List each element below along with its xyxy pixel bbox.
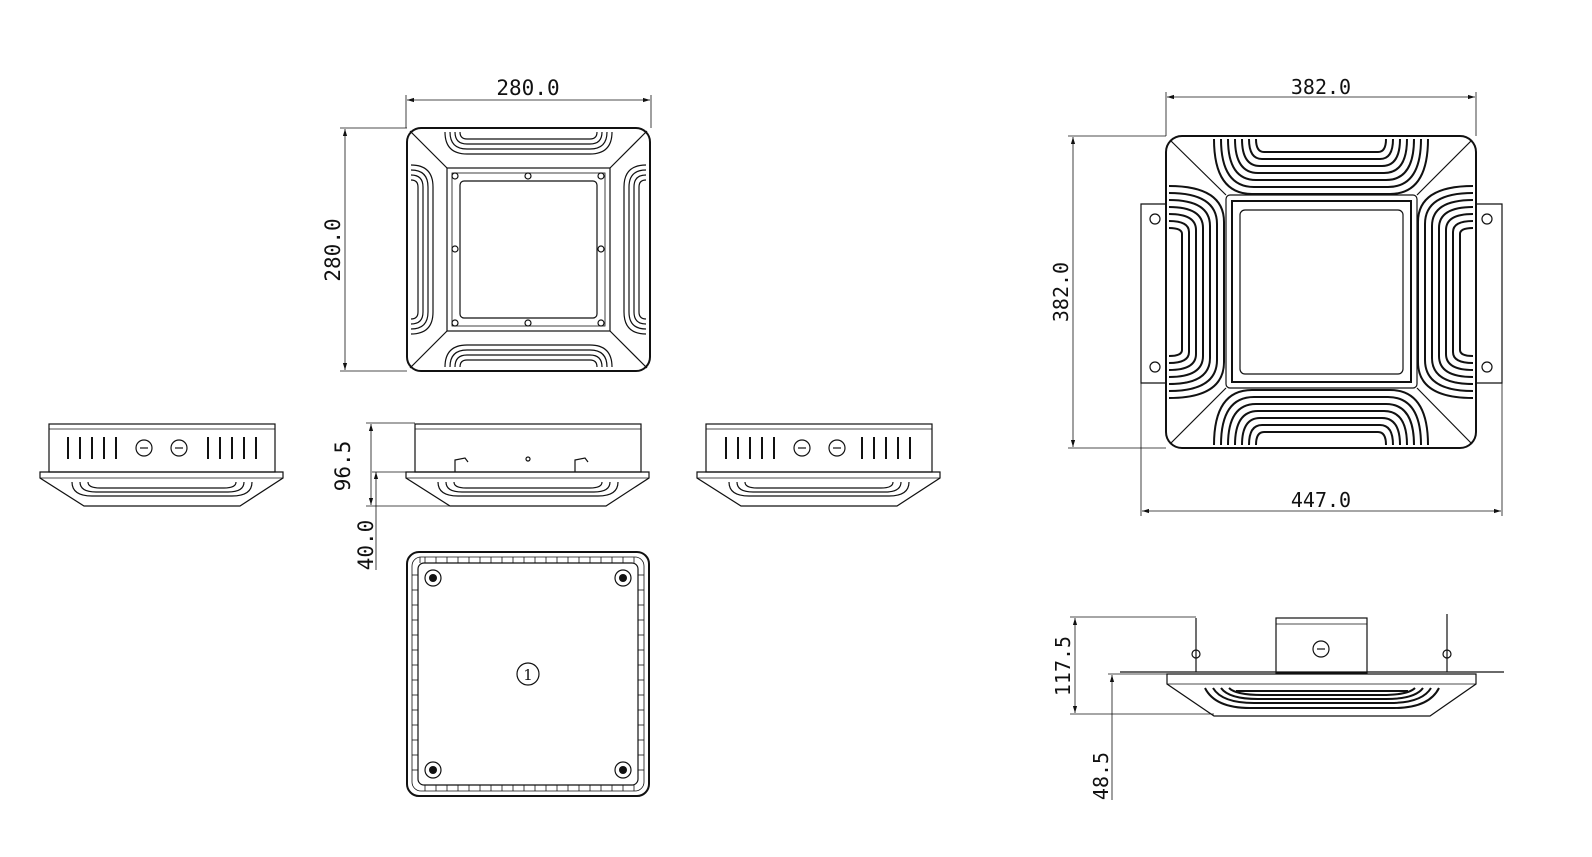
rear-marker-circle xyxy=(516,662,540,686)
dim-left-height-text: 280.0 xyxy=(321,218,345,281)
dim-right-height-text: 382.0 xyxy=(1049,262,1073,322)
left-back-edge-serration xyxy=(412,557,644,791)
dim-right-bracket-width-text: 447.0 xyxy=(1291,488,1351,512)
dim-left-side-height-text: 96.5 xyxy=(331,441,355,492)
right-fins-bottom xyxy=(1213,389,1429,446)
dim-left-height: 280.0 xyxy=(321,127,407,372)
rear-marker-text: 1 xyxy=(523,666,533,684)
dim-right-bracket-width: 447.0 xyxy=(1140,383,1503,516)
left-back-mount-screws xyxy=(424,569,632,779)
right-fins-top xyxy=(1213,138,1429,195)
left-side-view-left xyxy=(39,423,284,507)
left-top-screws xyxy=(451,172,605,327)
left-top-view xyxy=(406,127,651,372)
right-top-view xyxy=(1140,135,1503,449)
dim-right-height: 382.0 xyxy=(1049,135,1166,449)
right-fins-left xyxy=(1168,185,1225,399)
dim-right-width: 382.0 xyxy=(1165,75,1477,136)
left-fins-left xyxy=(410,164,434,335)
dim-left-width: 280.0 xyxy=(405,76,652,128)
left-side-view-right xyxy=(696,423,941,507)
dim-right-lens-height: 48.5 xyxy=(1089,673,1167,800)
left-back-view: 1 xyxy=(406,551,650,797)
right-side-view xyxy=(1120,614,1504,717)
left-fins-bottom xyxy=(444,344,613,368)
left-side-view-center xyxy=(405,423,650,507)
dim-left-lens-height-text: 40.0 xyxy=(354,520,378,571)
right-bracket-right xyxy=(1476,203,1503,384)
dim-right-side-height-text: 117.5 xyxy=(1051,636,1075,696)
left-fins-right xyxy=(623,164,647,335)
right-bracket-left xyxy=(1140,203,1166,384)
dim-right-lens-height-text: 48.5 xyxy=(1089,752,1113,800)
left-fins-top xyxy=(444,131,613,155)
dim-left-side-height: 96.5 xyxy=(331,422,450,507)
right-fins-right xyxy=(1417,185,1474,399)
dim-right-width-text: 382.0 xyxy=(1291,75,1351,99)
dim-left-lens-height: 40.0 xyxy=(354,471,406,571)
dim-right-side-height: 117.5 xyxy=(1051,616,1214,715)
dim-left-width-text: 280.0 xyxy=(496,76,559,100)
